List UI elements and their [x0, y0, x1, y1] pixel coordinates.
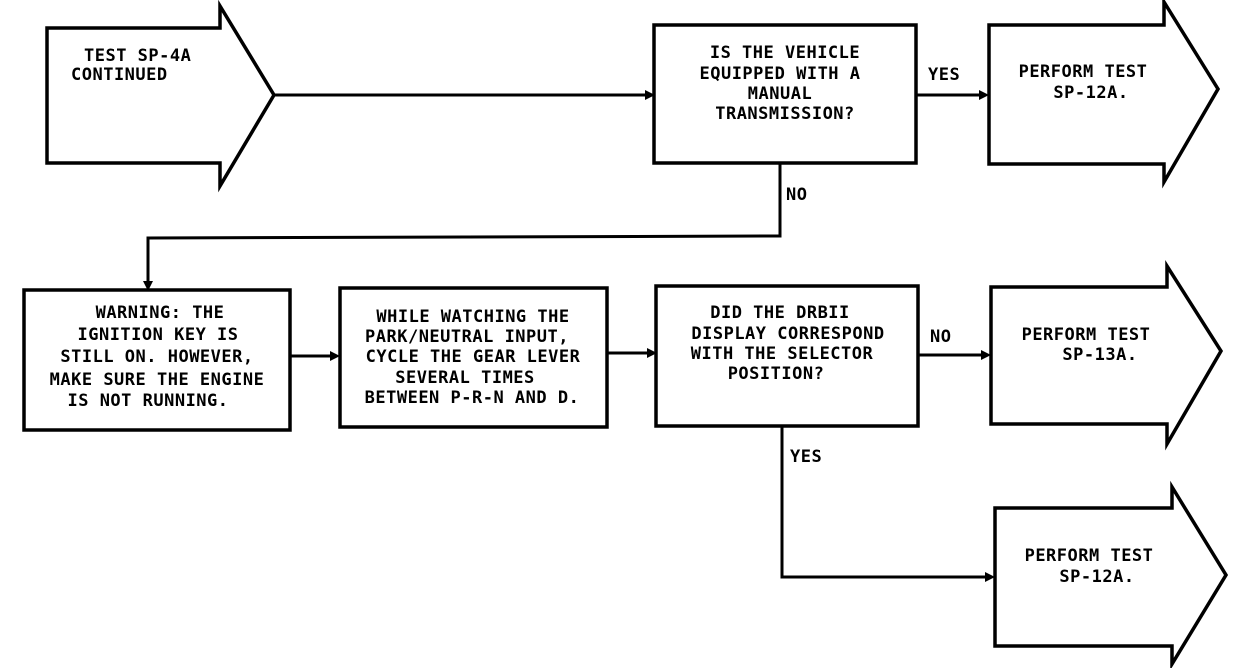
decision-box [654, 284, 920, 428]
arrow-shape [993, 480, 1229, 668]
edge-label-yes: YES [790, 447, 822, 467]
edge-label-yes: YES [928, 65, 960, 85]
arrowhead-icon [985, 572, 995, 582]
node-text-line: BETWEEN P-R-N AND D. [365, 388, 580, 408]
node-text-line: WHILE WATCHING THE [376, 307, 569, 327]
arrow-shape [987, 0, 1221, 189]
node-text-line: SP-13A. [1062, 345, 1137, 365]
decision-box [652, 23, 918, 165]
edge-q-manual-no [146, 164, 782, 284]
node-cycle-gear: WHILE WATCHING THE PARK/NEUTRAL INPUT, C… [338, 286, 609, 429]
edge-q-drbii-yes [780, 426, 988, 579]
node-start: TEST SP-4A CONTINUED [45, 0, 277, 193]
node-text-line: CONTINUED [71, 65, 168, 85]
node-text-line: PERFORM TEST [1019, 62, 1148, 82]
connectors [143, 90, 995, 582]
node-text-line: PERFORM TEST [1025, 546, 1154, 566]
node-text-line: IS NOT RUNNING. [67, 391, 228, 411]
node-text-line: STILL ON. HOWEVER, [60, 347, 253, 367]
node-q-drbii: DID THE DRBII DISPLAY CORRESPOND WITH TH… [654, 284, 920, 428]
node-text-line: POSITION? [728, 364, 825, 384]
node-end-sp12a-bottom[interactable]: PERFORM TEST SP-12A. [993, 480, 1229, 668]
node-text-line: PERFORM TEST [1022, 325, 1151, 345]
node-text-line: SEVERAL TIMES [395, 368, 535, 388]
node-text-line: WARNING: THE [96, 303, 225, 323]
node-text-line: IGNITION KEY IS [77, 325, 238, 345]
arrow-shape [989, 259, 1224, 451]
node-end-sp13a[interactable]: PERFORM TEST SP-13A. [989, 259, 1224, 451]
arrowhead-icon [647, 348, 657, 358]
node-warning: WARNING: THE IGNITION KEY IS STILL ON. H… [22, 288, 292, 432]
node-text-line: SP-12A. [1059, 567, 1134, 587]
edge-label-no: NO [786, 185, 807, 205]
node-text-line: WITH THE SELECTOR [691, 344, 874, 364]
process-box [22, 288, 292, 432]
arrowhead-icon [330, 351, 340, 361]
node-text-line: SP-12A. [1053, 83, 1128, 103]
node-text-line: TRANSMISSION? [715, 104, 855, 124]
arrowhead-icon [143, 281, 153, 291]
arrowhead-icon [981, 350, 991, 360]
node-end-sp12a-top[interactable]: PERFORM TEST SP-12A. [987, 0, 1221, 189]
node-text-line: MAKE SURE THE ENGINE [50, 370, 265, 390]
node-text-line: IS THE VEHICLE [710, 43, 860, 63]
arrowhead-icon [979, 90, 989, 100]
process-box [338, 286, 609, 429]
node-text-line: EQUIPPED WITH A [699, 64, 860, 84]
node-text-line: TEST SP-4A [84, 46, 191, 66]
node-text-line: CYCLE THE GEAR LEVER [366, 347, 581, 367]
node-text-line: DID THE DRBII [710, 303, 850, 323]
node-q-manual: IS THE VEHICLE EQUIPPED WITH A MANUAL TR… [652, 23, 918, 165]
node-text-line: PARK/NEUTRAL INPUT, [365, 327, 569, 347]
arrow-shape [45, 0, 277, 193]
node-text-line: MANUAL [748, 84, 812, 104]
edge-label-no: NO [930, 327, 951, 347]
node-text-line: DISPLAY CORRESPOND [691, 324, 884, 344]
arrowhead-icon [645, 90, 655, 100]
